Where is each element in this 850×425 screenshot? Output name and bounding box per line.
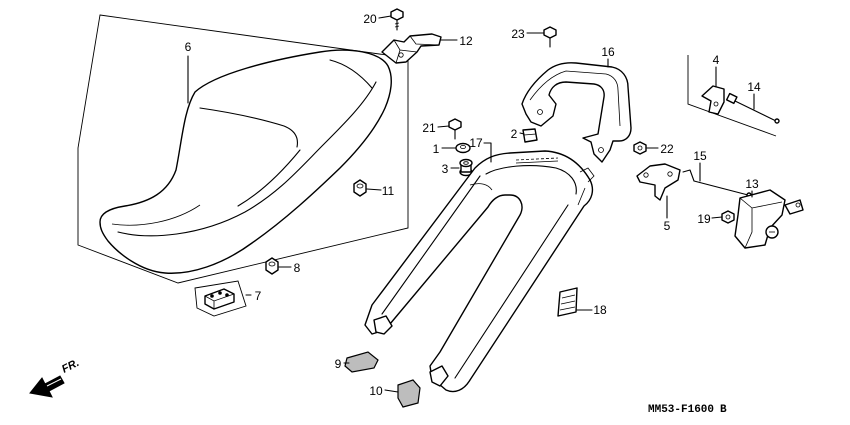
bracket-4 xyxy=(701,85,725,115)
callout-19: 19 xyxy=(697,212,711,226)
grommet-3 xyxy=(459,158,473,177)
callout-11: 11 xyxy=(382,184,395,198)
callout-16: 16 xyxy=(601,45,615,59)
rod-15 xyxy=(682,169,752,198)
callout-23: 23 xyxy=(511,27,525,41)
callouts: 1 2 3 4 5 6 7 8 9 10 11 12 13 14 15 16 1… xyxy=(185,12,761,398)
rear-cowl-17 xyxy=(364,150,595,393)
part-7-frame xyxy=(194,280,247,317)
cable-14 xyxy=(725,92,780,124)
leader-line-21 xyxy=(437,125,450,128)
callout-15: 15 xyxy=(693,149,707,163)
seat-lock-13 xyxy=(734,189,804,249)
front-direction-label: FR. xyxy=(60,357,81,376)
callout-12: 12 xyxy=(459,34,473,48)
caution-label-18 xyxy=(557,287,578,317)
rubber-pad-9 xyxy=(344,351,379,373)
clip-2 xyxy=(522,128,538,143)
grab-rail-16 xyxy=(521,62,632,163)
callout-18: 18 xyxy=(593,303,607,317)
callout-7: 7 xyxy=(255,289,262,303)
nut-11 xyxy=(353,179,367,197)
nut-8 xyxy=(265,257,279,275)
leader-line-20 xyxy=(378,15,392,19)
bolt-19 xyxy=(721,210,735,224)
callout-9: 9 xyxy=(335,357,342,371)
callout-5: 5 xyxy=(664,219,671,233)
callout-22: 22 xyxy=(660,142,674,156)
callout-21: 21 xyxy=(422,121,436,135)
callout-8: 8 xyxy=(294,261,301,275)
callout-10: 10 xyxy=(369,384,383,398)
leader-line-2 xyxy=(519,132,525,135)
callout-13: 13 xyxy=(745,177,759,191)
part-4-14-frame xyxy=(687,55,777,137)
bolt-23 xyxy=(543,26,557,48)
bracket-5 xyxy=(636,163,681,201)
bracket-12 xyxy=(381,33,442,64)
front-direction-marker: FR. xyxy=(29,357,81,398)
diagram-revision: B xyxy=(720,404,727,416)
rubber-block-7 xyxy=(204,288,235,310)
callout-6: 6 xyxy=(185,40,192,54)
bolt-21 xyxy=(448,118,462,140)
leader-line-11 xyxy=(366,188,382,191)
callout-4: 4 xyxy=(713,53,720,67)
bolt-20 xyxy=(390,8,404,31)
leader-line-17 xyxy=(483,142,492,163)
callout-17: 17 xyxy=(469,136,483,150)
leader-line-10 xyxy=(384,389,399,393)
callout-3: 3 xyxy=(442,162,449,176)
callout-20: 20 xyxy=(363,12,377,26)
seat-part xyxy=(99,49,392,274)
diagram-code-text: MM53-F1600 xyxy=(648,404,714,416)
diagram-code: MM53-F1600 B xyxy=(648,404,727,416)
washer-1 xyxy=(455,142,471,154)
callout-14: 14 xyxy=(747,80,761,94)
callout-1: 1 xyxy=(433,142,440,156)
front-arrow-icon xyxy=(29,375,65,398)
leader-line-19 xyxy=(711,216,723,219)
rubber-pad-10 xyxy=(397,379,421,408)
bolt-22 xyxy=(633,141,647,155)
callout-2: 2 xyxy=(511,127,518,141)
leader-lines xyxy=(187,15,755,393)
